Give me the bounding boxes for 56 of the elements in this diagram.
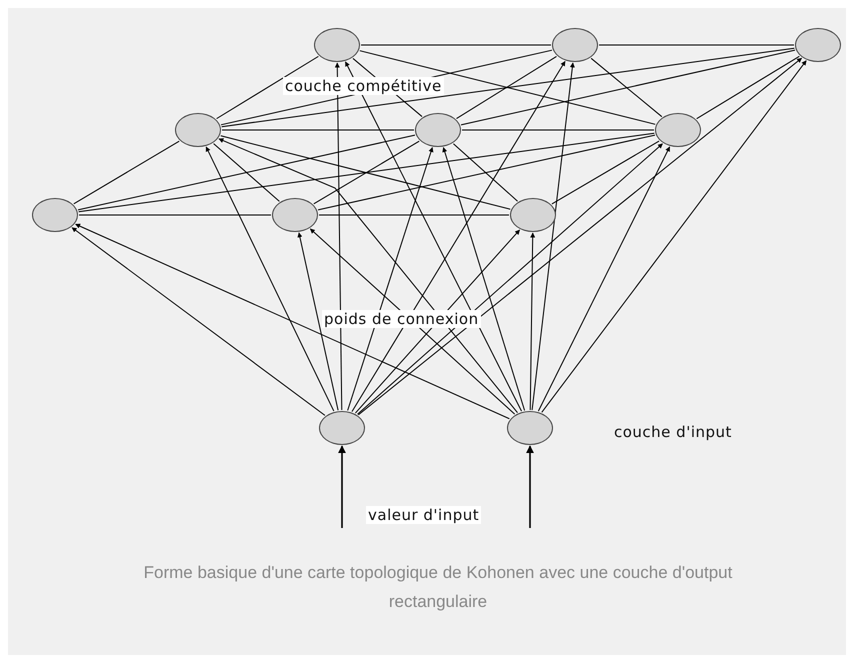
- arrow: [526, 445, 534, 528]
- arrow: [541, 60, 807, 413]
- connection-line: [318, 214, 510, 216]
- layer-label: couche compétitive: [283, 77, 444, 95]
- arrow: [310, 228, 516, 415]
- connection-line: [216, 56, 319, 120]
- connection-line: [73, 140, 180, 204]
- neuron-circle: [314, 28, 360, 62]
- connection-line: [359, 50, 656, 125]
- connection-line: [360, 44, 552, 46]
- connection-line: [590, 58, 662, 118]
- caption: Forme basique d'une carte topologique de Kohonen avec une couche d'output rectangulaire: [142, 562, 734, 613]
- arrow: [206, 146, 334, 412]
- arrow: [530, 232, 536, 410]
- connection-line: [452, 143, 518, 202]
- arrow: [75, 224, 510, 420]
- input-label: valeur d'input: [366, 506, 482, 524]
- connection-line: [598, 44, 794, 46]
- neuron-circle: [655, 113, 701, 147]
- layer-label: couche d'input: [613, 423, 733, 441]
- neuron-circle: [552, 28, 598, 62]
- neuron-circle: [510, 198, 556, 232]
- connection-line: [696, 56, 800, 120]
- arrow: [72, 227, 326, 416]
- neuron-circle: [415, 113, 461, 147]
- arrow: [297, 232, 339, 411]
- arrow: [344, 61, 522, 412]
- connection-line: [78, 134, 416, 210]
- connection-line: [78, 214, 272, 216]
- arrow: [347, 147, 434, 411]
- arrow: [338, 445, 346, 528]
- arrow: [358, 58, 802, 416]
- neuron-circle: [175, 113, 221, 147]
- connection-line: [460, 50, 796, 126]
- connection-line: [551, 140, 660, 204]
- neuron-circle: [319, 411, 365, 445]
- arrow: [354, 229, 520, 414]
- connection-line: [221, 48, 795, 128]
- neuron-circle: [795, 28, 841, 62]
- connection-line: [318, 134, 656, 210]
- arrow: [357, 143, 663, 415]
- connection-line: [213, 143, 280, 202]
- arrow: [532, 62, 575, 411]
- arrow: [218, 138, 518, 414]
- neuron-circle: [32, 198, 78, 232]
- arrow: [351, 60, 566, 412]
- weights-label: poids de connexion: [322, 310, 481, 328]
- neuron-circle: [272, 198, 318, 232]
- connection-line: [456, 56, 557, 120]
- neuron-circle: [507, 411, 553, 445]
- connection-line: [78, 132, 655, 212]
- connection-line: [313, 140, 420, 204]
- arrow: [442, 147, 526, 411]
- connection-line: [220, 135, 511, 210]
- arrow: [334, 62, 342, 410]
- arrow: [538, 146, 670, 412]
